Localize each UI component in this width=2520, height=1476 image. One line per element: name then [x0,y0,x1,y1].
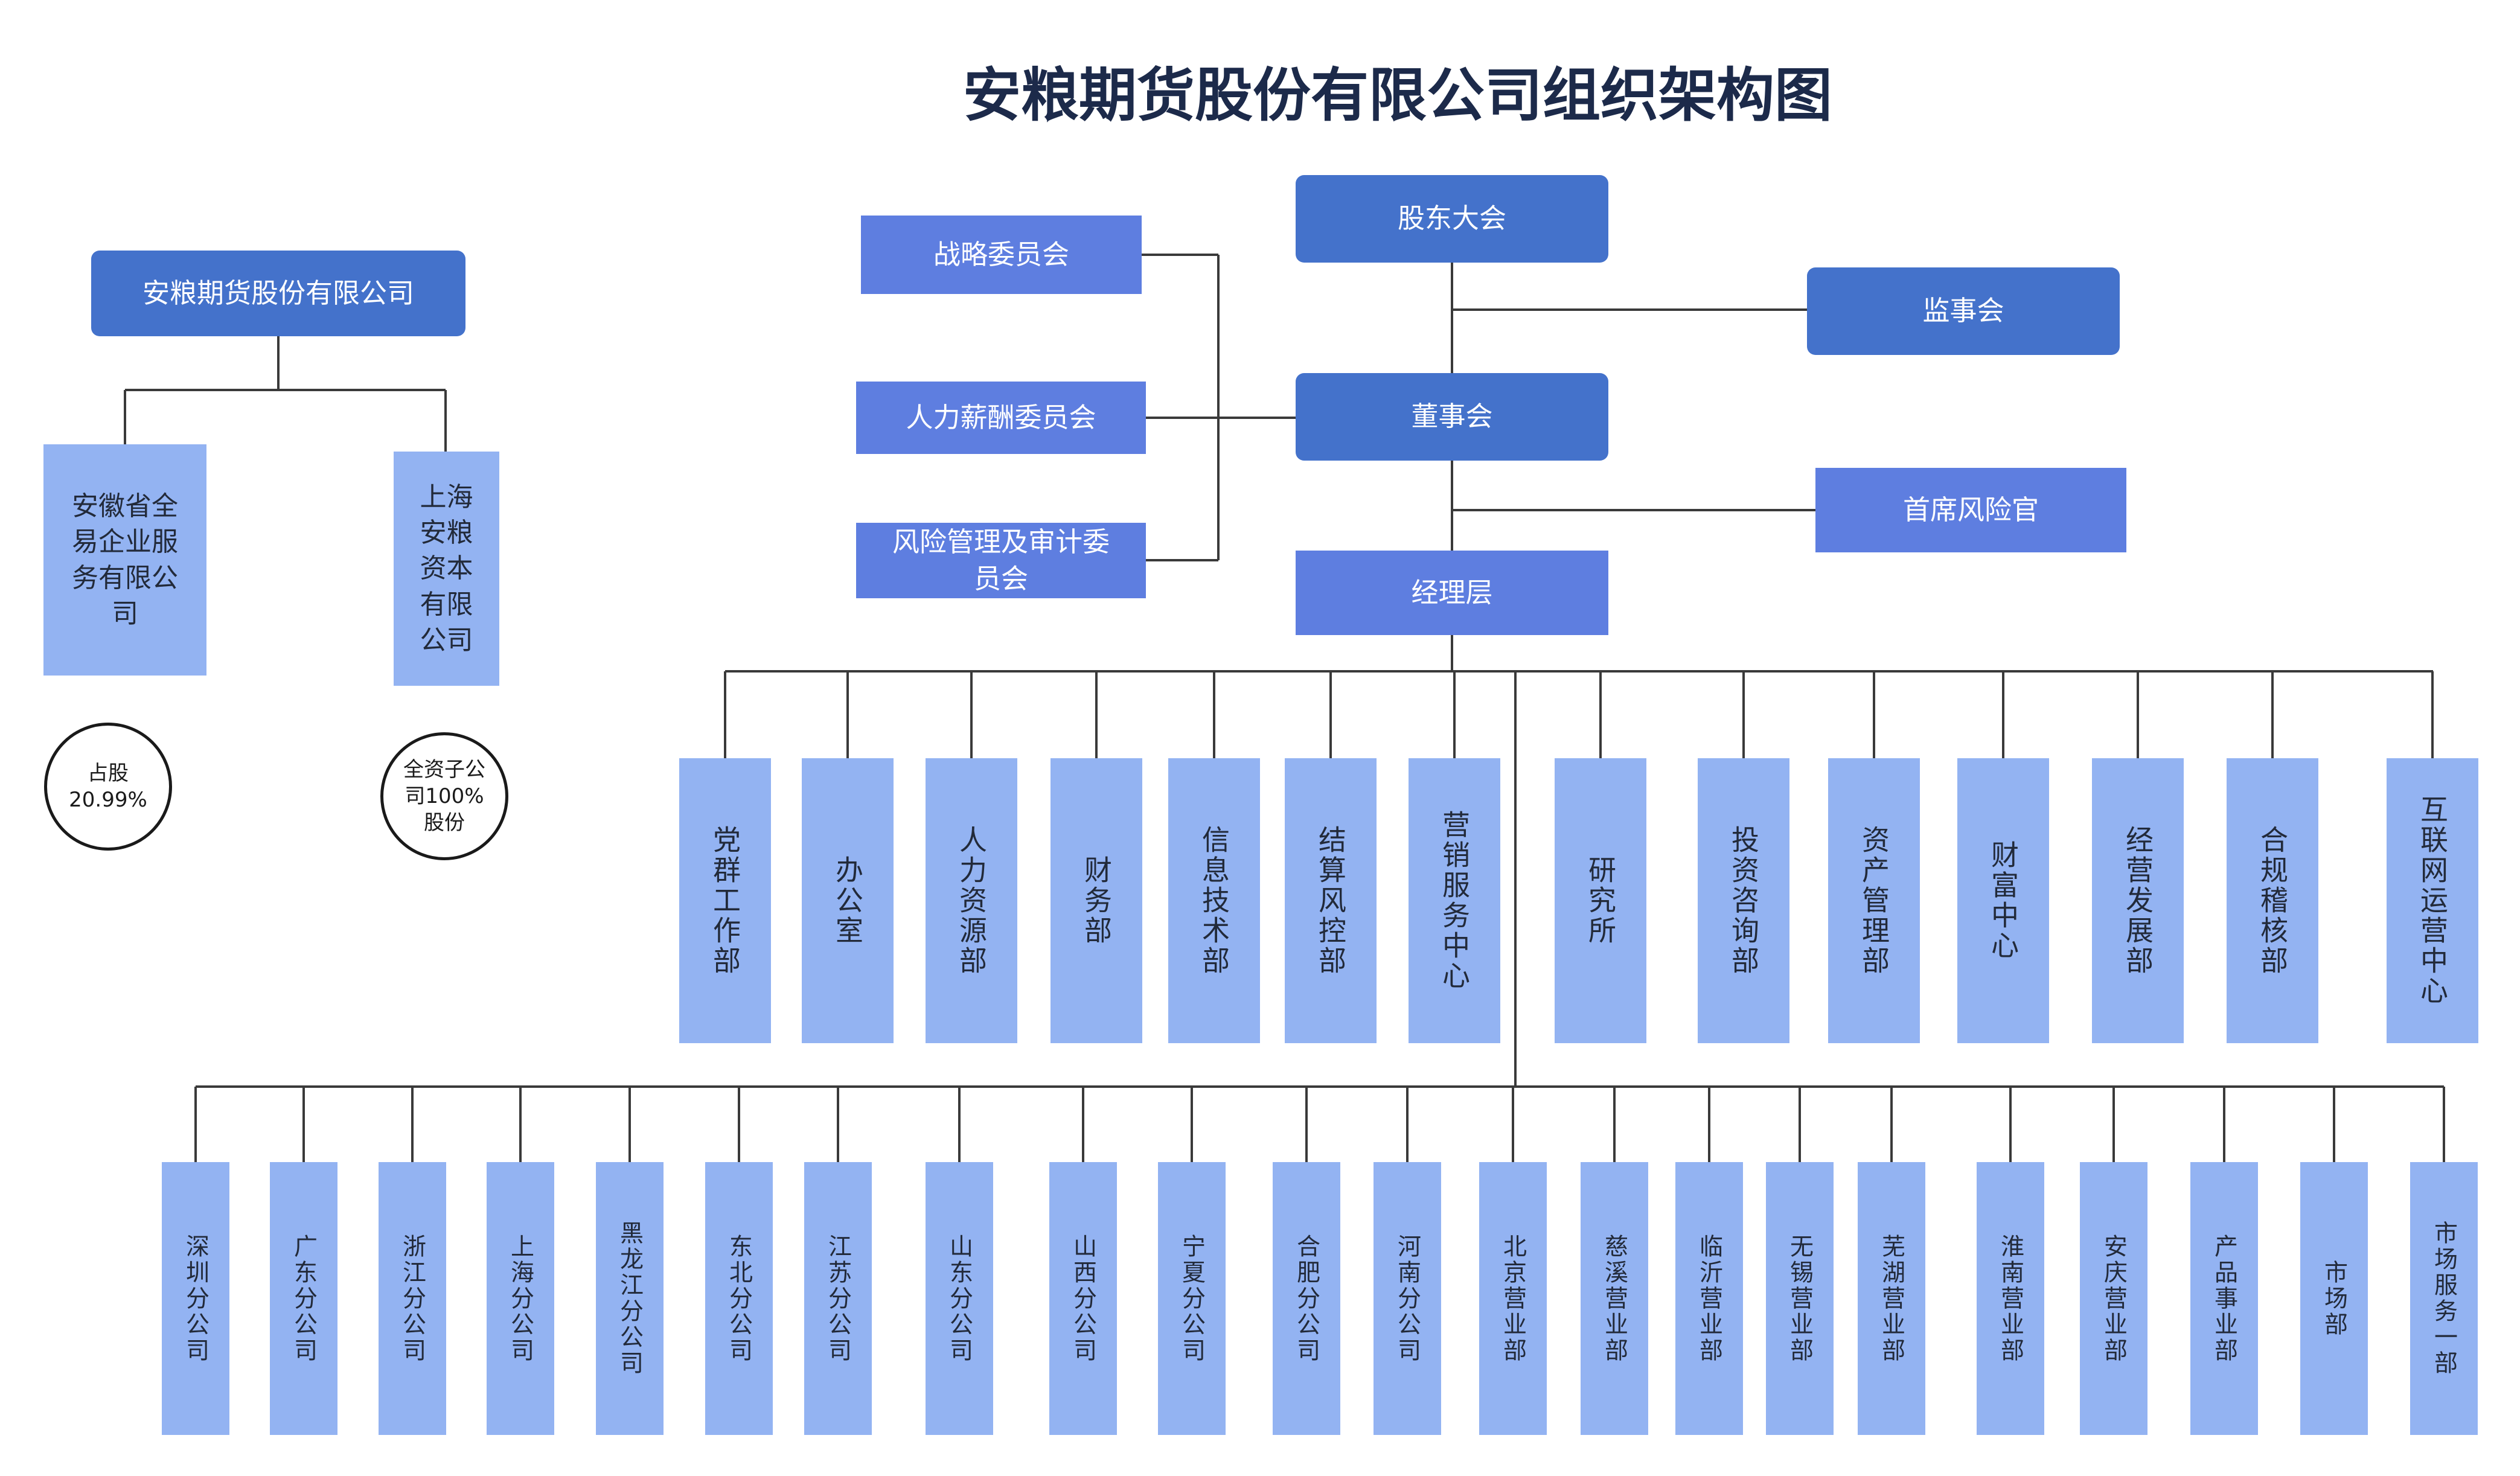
branch-box: 北京营业部 [1479,1162,1547,1435]
department-box: 人力资源部 [926,758,1017,1043]
branch-box: 黑龙江分公司 [596,1162,664,1435]
branch-box: 临沂营业部 [1675,1162,1743,1435]
parent-company-box: 安粮期货股份有限公司 [91,251,465,336]
share-note-circle-1: 占股20.99% [44,723,172,851]
branch-box: 安庆营业部 [2080,1162,2147,1435]
hr-compensation-committee-box: 人力薪酬委员会 [856,382,1146,454]
branch-box: 无锡营业部 [1766,1162,1834,1435]
department-box: 资产管理部 [1828,758,1920,1043]
board-of-directors-box: 董事会 [1296,373,1608,461]
branch-box: 慈溪营业部 [1581,1162,1648,1435]
subsidiary-quanyi-box: 安徽省全易企业服务有限公司 [43,444,206,676]
department-box: 结算风控部 [1285,758,1377,1043]
shareholders-meeting-box: 股东大会 [1296,175,1608,263]
chief-risk-officer-box: 首席风险官 [1815,468,2126,552]
branch-box: 合肥分公司 [1273,1162,1340,1435]
branch-box: 宁夏分公司 [1158,1162,1226,1435]
department-box: 营销服务中心 [1409,758,1500,1043]
department-box: 信息技术部 [1168,758,1260,1043]
management-box: 经理层 [1296,551,1608,635]
branch-box: 淮南营业部 [1977,1162,2044,1435]
branch-box: 芜湖营业部 [1858,1162,1925,1435]
supervisory-board-box: 监事会 [1807,267,2120,355]
department-box: 财富中心 [1957,758,2049,1043]
branch-box: 山东分公司 [926,1162,993,1435]
department-box: 办公室 [802,758,894,1043]
branch-box: 山西分公司 [1049,1162,1117,1435]
branch-box: 市场服务一部 [2410,1162,2478,1435]
department-box: 经营发展部 [2092,758,2184,1043]
department-box: 投资咨询部 [1698,758,1789,1043]
department-box: 财务部 [1051,758,1142,1043]
page-title: 安粮期货股份有限公司组织架构图 [963,62,1832,129]
branch-box: 市场部 [2300,1162,2368,1435]
branch-box: 上海分公司 [487,1162,554,1435]
department-box: 合规稽核部 [2227,758,2318,1043]
risk-audit-committee-box: 风险管理及审计委员会 [856,523,1146,598]
branch-box: 江苏分公司 [804,1162,872,1435]
share-note-circle-2: 全资子公司100%股份 [380,732,508,860]
branch-box: 东北分公司 [705,1162,773,1435]
branch-box: 广东分公司 [270,1162,337,1435]
branch-box: 产品事业部 [2190,1162,2258,1435]
subsidiary-shanghai-box: 上海安粮资本有限公司 [394,452,499,686]
branch-box: 河南分公司 [1374,1162,1441,1435]
department-box: 研究所 [1555,758,1646,1043]
department-box: 党群工作部 [679,758,771,1043]
strategy-committee-box: 战略委员会 [861,216,1142,294]
branch-box: 浙江分公司 [379,1162,446,1435]
branch-box: 深圳分公司 [162,1162,229,1435]
department-box: 互联网运营中心 [2387,758,2478,1043]
